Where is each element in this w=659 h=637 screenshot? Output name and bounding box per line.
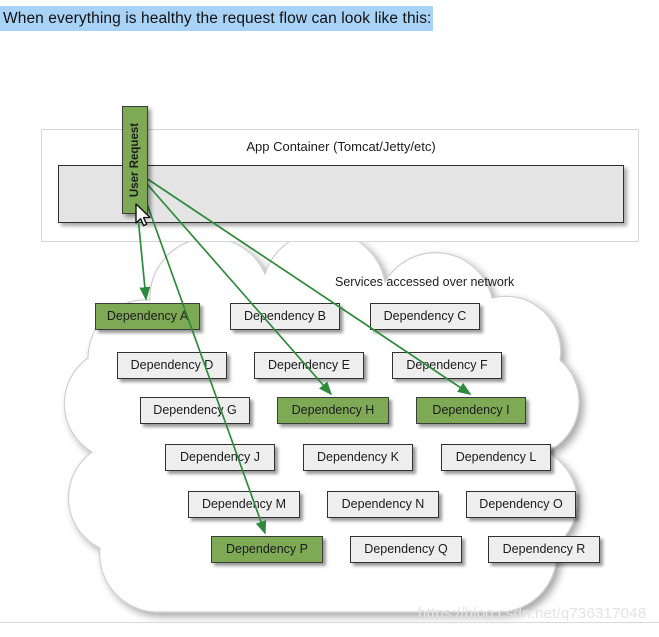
dependency-label: Dependency C	[383, 309, 467, 323]
dependency-label: Dependency I	[432, 403, 510, 417]
dependency-label: Dependency R	[502, 542, 586, 556]
user-request-label: User Request	[129, 122, 141, 198]
dependency-box[interactable]: Dependency N	[327, 491, 439, 518]
dependency-box[interactable]: Dependency P	[211, 536, 323, 563]
dependency-label: Dependency J	[180, 450, 260, 464]
dependency-box[interactable]: Dependency M	[188, 491, 300, 518]
dependency-label: Dependency H	[291, 403, 375, 417]
user-request-box[interactable]: User Request	[122, 106, 148, 214]
dependency-label: Dependency M	[201, 497, 287, 511]
mouse-pointer-icon	[135, 203, 151, 227]
dependency-box[interactable]: Dependency A	[95, 303, 200, 330]
dependency-label: Dependency D	[130, 358, 214, 372]
dependency-box[interactable]: Dependency L	[441, 444, 551, 471]
slide-bottom-divider	[0, 622, 659, 623]
selected-title-line: When everything is healthy the request f…	[0, 6, 659, 32]
cloud-label: Services accessed over network	[335, 275, 515, 289]
dependency-box[interactable]: Dependency G	[140, 397, 250, 424]
dependency-label: Dependency A	[106, 309, 189, 323]
dependency-box[interactable]: Dependency O	[466, 491, 576, 518]
dependency-label: Dependency N	[341, 497, 425, 511]
watermark: https://blog.csdn.net/q736317048	[418, 605, 647, 622]
dependency-label: Dependency F	[406, 358, 488, 372]
dependency-box[interactable]: Dependency D	[117, 352, 227, 379]
dependency-box[interactable]: Dependency F	[392, 352, 502, 379]
dependency-box[interactable]: Dependency Q	[350, 536, 462, 563]
dependency-box[interactable]: Dependency C	[370, 303, 480, 330]
dependency-box[interactable]: Dependency R	[488, 536, 600, 563]
dependency-label: Dependency P	[225, 542, 308, 556]
dependency-label: Dependency B	[243, 309, 326, 323]
dependency-box[interactable]: Dependency H	[277, 397, 389, 424]
dependency-box[interactable]: Dependency K	[303, 444, 413, 471]
dependency-label: Dependency G	[153, 403, 237, 417]
dependency-box[interactable]: Dependency B	[230, 303, 340, 330]
page-title: When everything is healthy the request f…	[0, 6, 434, 31]
dependency-label: Dependency E	[267, 358, 350, 372]
dependency-box[interactable]: Dependency E	[254, 352, 364, 379]
app-container-title: App Container (Tomcat/Jetty/etc)	[246, 139, 436, 154]
dependency-label: Dependency O	[479, 497, 563, 511]
dependency-label: Dependency Q	[364, 542, 448, 556]
dependency-label: Dependency K	[316, 450, 399, 464]
dependency-box[interactable]: Dependency I	[416, 397, 526, 424]
diagram-canvas: Services accessed over network App Conta…	[0, 40, 659, 623]
dependency-label: Dependency L	[455, 450, 537, 464]
dependency-box[interactable]: Dependency J	[165, 444, 275, 471]
